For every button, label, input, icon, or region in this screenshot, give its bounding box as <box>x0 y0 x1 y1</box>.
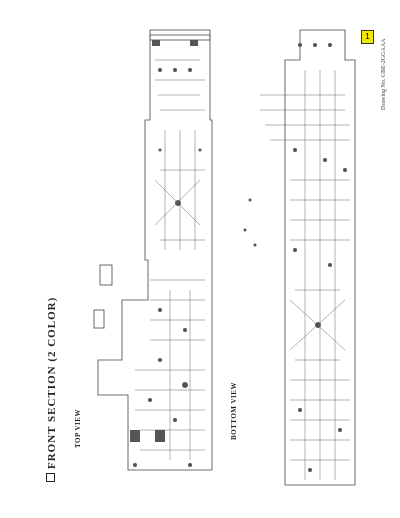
page-title: FRONT SECTION (2 COLOR) <box>46 297 58 482</box>
page-marker-badge: 1 <box>361 30 374 44</box>
drawing-number: Drawing No. GBE-2GGAAA <box>381 38 387 111</box>
top-view-pads <box>130 40 202 467</box>
checkbox-icon <box>46 473 55 482</box>
bottom-view-pads <box>243 43 347 472</box>
bottom-view-label: BOTTOM VIEW <box>230 382 238 440</box>
bottom-view-traces <box>260 70 350 480</box>
bottom-view-board <box>284 29 356 486</box>
top-view-board <box>93 29 213 471</box>
top-view-label: TOP VIEW <box>74 409 82 448</box>
